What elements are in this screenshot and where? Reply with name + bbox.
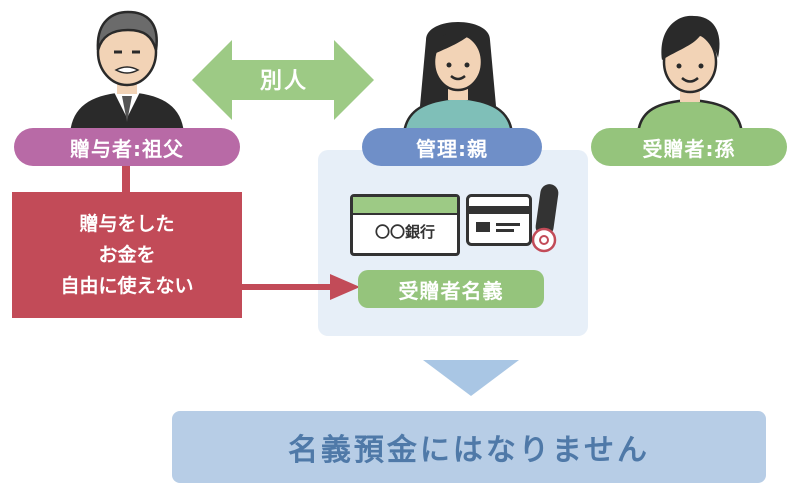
grandchild-icon [636, 15, 744, 134]
manager-label: 管理:親 [362, 128, 542, 166]
restriction-box: 贈与をした お金を 自由に使えない [12, 192, 242, 318]
parent-icon [402, 22, 514, 134]
bankbook-icon: 〇〇銀行 [350, 194, 460, 256]
restriction-line: 自由に使えない [60, 274, 194, 297]
grandfather-icon [70, 10, 184, 134]
bank-name: 〇〇銀行 [374, 223, 435, 241]
separate-person-label: 別人 [259, 69, 308, 94]
down-arrow-icon [423, 360, 519, 396]
right-arrow-icon [242, 274, 360, 300]
conclusion-banner: 名義預金にはなりません [172, 411, 766, 483]
connector-line [122, 166, 130, 192]
restriction-line: 贈与をした [79, 212, 175, 235]
receiver-label: 受贈者:孫 [591, 128, 787, 166]
seal-stamp-icon [532, 184, 559, 253]
restriction-line: お金を [98, 243, 156, 266]
double-arrow-icon [192, 40, 374, 120]
giver-label: 贈与者:祖父 [14, 128, 240, 166]
card-icon [466, 194, 532, 246]
account-holder-label: 受贈者名義 [358, 270, 544, 308]
